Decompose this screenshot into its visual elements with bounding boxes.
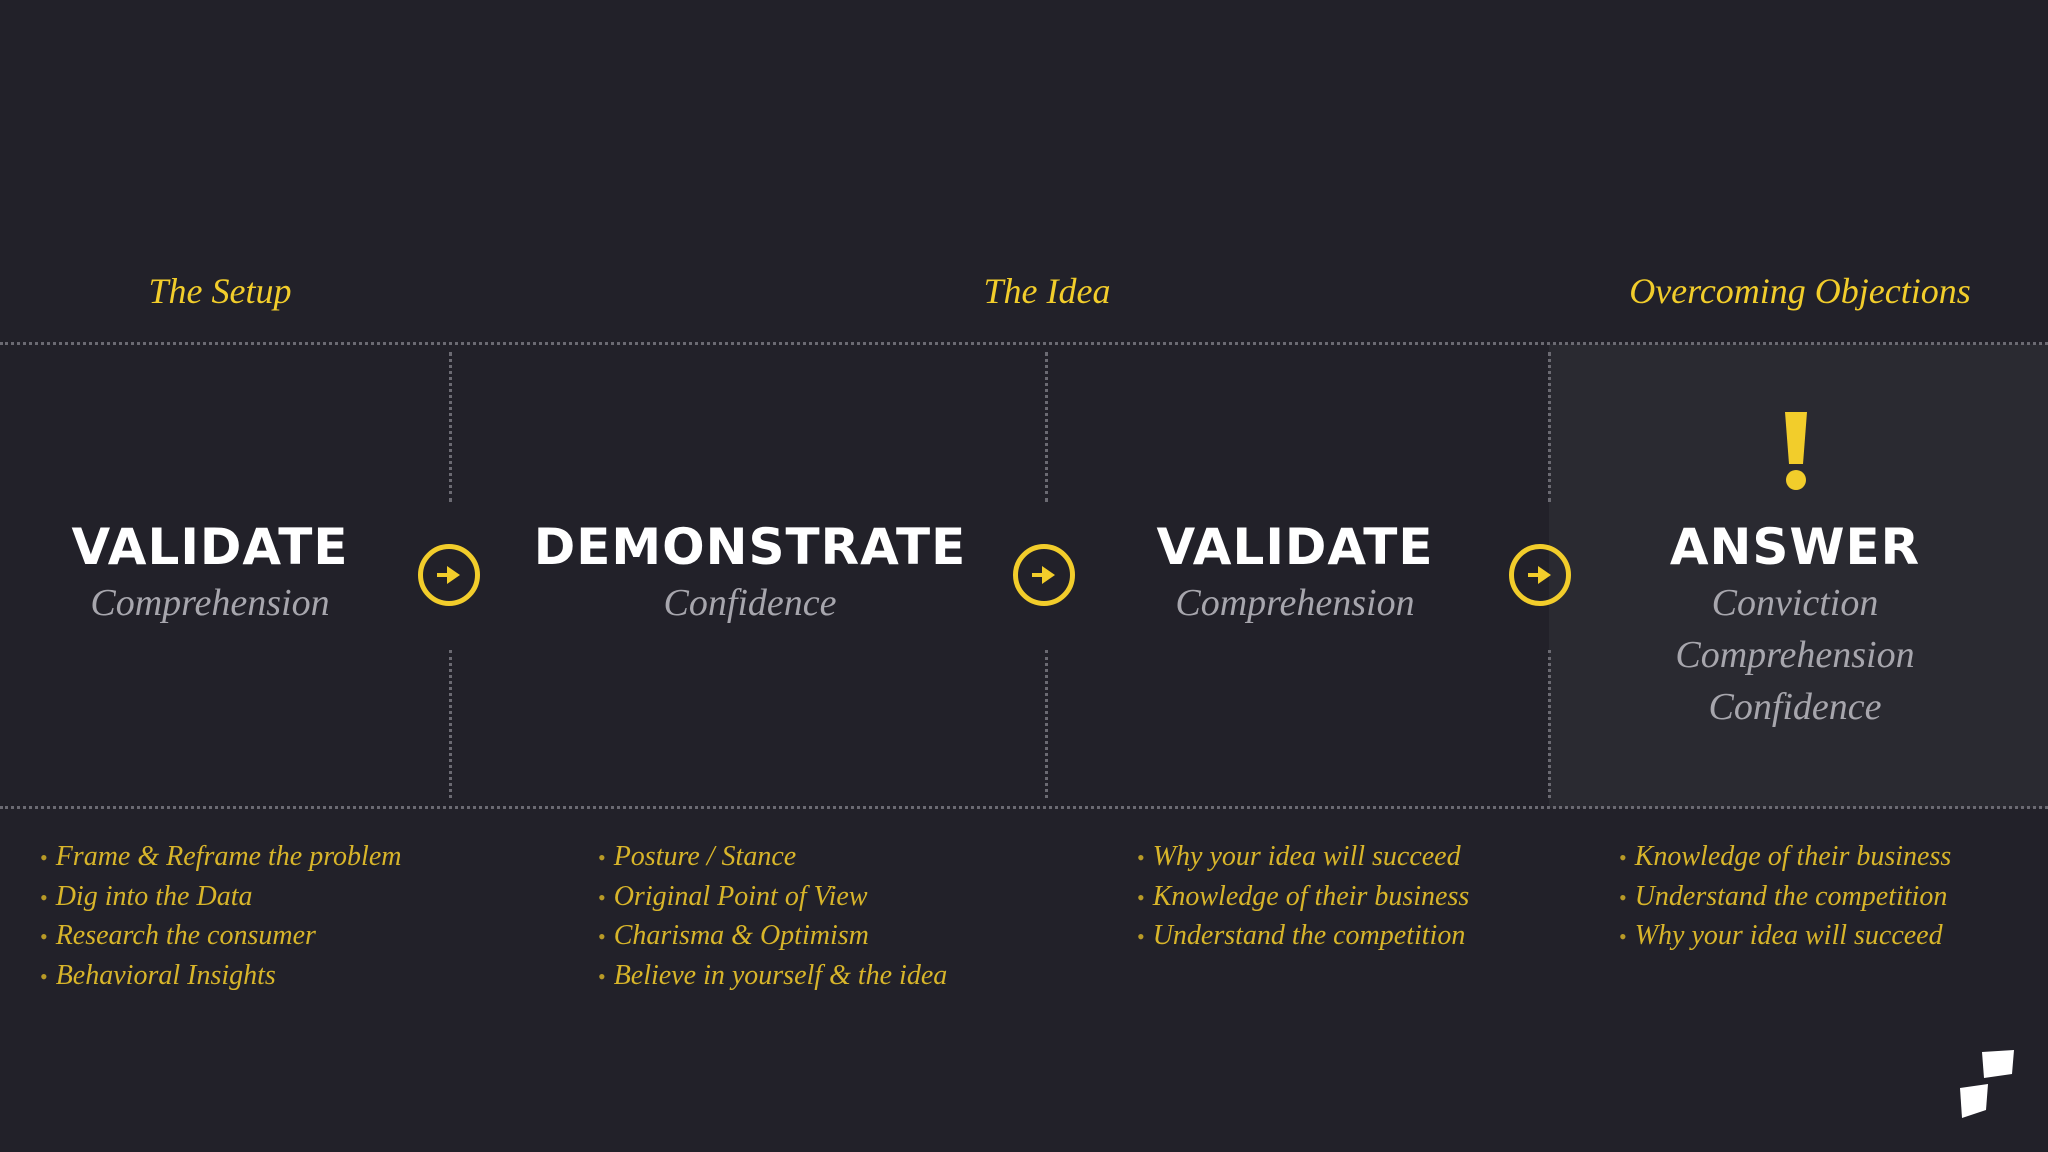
stage-heading: DEMONSTRATE [533, 518, 967, 576]
stage-answer: ANSWER Conviction Comprehension Confiden… [1620, 517, 1970, 733]
brand-logo [1958, 1050, 2016, 1118]
stage-heading: ANSWER [1669, 518, 1921, 576]
column-divider-1-lower [449, 650, 452, 798]
list-item: •Behavioral Insights [40, 959, 276, 991]
arrow-right-circle-icon [418, 544, 480, 606]
bullet-list-objections: •Knowledge of their business •Understand… [1619, 838, 1951, 957]
list-item: •Dig into the Data [40, 880, 253, 912]
list-item: •Posture / Stance [598, 841, 797, 872]
stage-subtitle: Confidence [663, 582, 837, 624]
section-title-idea: The Idea [983, 271, 1111, 311]
section-title-objections: Overcoming Objections [1629, 271, 1971, 311]
stage-heading: VALIDATE [71, 518, 349, 576]
stage-heading: VALIDATE [1156, 518, 1434, 576]
list-item: •Believe in yourself & the idea [598, 959, 948, 991]
stage-demonstrate: DEMONSTRATE Confidence [520, 517, 980, 629]
stage-validate-2: VALIDATE Comprehension [1120, 517, 1470, 629]
stage-subtitle: Comprehension [1675, 634, 1915, 676]
list-item: •Research the consumer [40, 920, 316, 951]
list-item: •Understand the competition [1619, 880, 1948, 912]
arrow-right-circle-icon [1013, 544, 1075, 606]
list-item: •Charisma & Optimism [598, 920, 869, 951]
column-divider-3-lower [1548, 650, 1551, 798]
bottom-divider [0, 806, 2048, 809]
column-divider-2-upper [1045, 352, 1048, 502]
list-item: •Knowledge of their business [1137, 880, 1470, 912]
section-title-setup: The Setup [148, 271, 292, 311]
list-item: •Original Point of View [598, 880, 868, 912]
stage-subtitle: Conviction [1711, 582, 1879, 624]
top-divider [0, 342, 2048, 345]
arrow-right-circle-icon [1509, 544, 1571, 606]
stage-subtitle: Comprehension [1175, 582, 1415, 624]
exclamation-icon [1780, 412, 1812, 492]
list-item: •Knowledge of their business [1619, 841, 1952, 872]
list-item: •Why your idea will succeed [1137, 841, 1461, 872]
stage-validate-1: VALIDATE Comprehension [40, 517, 380, 629]
column-divider-1-upper [449, 352, 452, 502]
bullet-list-demonstrate: •Posture / Stance •Original Point of Vie… [598, 838, 947, 996]
column-divider-3-upper [1548, 352, 1551, 502]
bullet-list-setup: •Frame & Reframe the problem •Dig into t… [40, 838, 401, 996]
list-item: •Why your idea will succeed [1619, 920, 1943, 951]
stage-subtitle: Confidence [1708, 686, 1882, 728]
bullet-list-idea: •Why your idea will succeed •Knowledge o… [1137, 838, 1469, 957]
stage-subtitle: Comprehension [90, 582, 330, 624]
list-item: •Understand the competition [1137, 920, 1466, 951]
column-divider-2-lower [1045, 650, 1048, 798]
list-item: •Frame & Reframe the problem [40, 841, 402, 872]
